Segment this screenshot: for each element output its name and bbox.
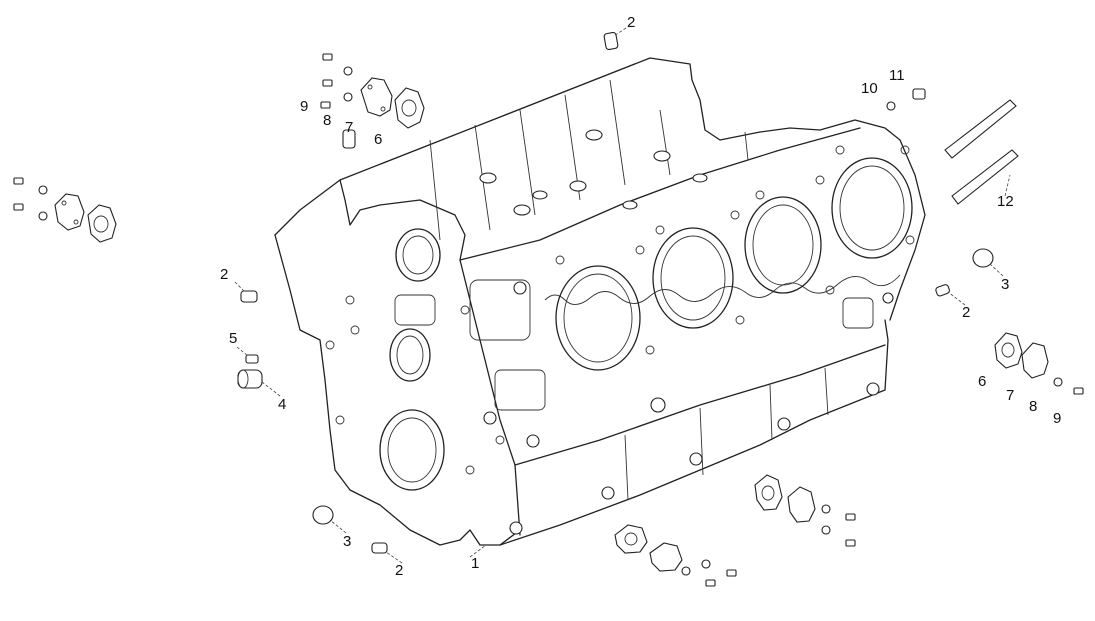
callout-7-left: 7: [345, 119, 353, 136]
callout-4: 4: [278, 396, 286, 413]
callout-9-right: 9: [1053, 410, 1061, 427]
cover-set-far-left: [13, 177, 117, 243]
callout-2-bottom: 2: [395, 562, 403, 579]
callout-10: 10: [861, 80, 878, 97]
loose-parts: [13, 32, 1084, 587]
front-face-details: [325, 228, 894, 535]
callout-5: 5: [229, 330, 237, 347]
callout-11: 11: [889, 67, 905, 84]
callout-labels: 1 2 2 2 2 3 3 4 5 6 6 7 7 8 8 9 9 10 11 …: [220, 14, 1061, 579]
callout-6-left: 6: [374, 131, 382, 148]
cover-set-right: [935, 248, 1084, 395]
callout-8-right: 8: [1029, 398, 1037, 415]
studs-and-fittings: [886, 88, 1019, 205]
callout-3-bottom: 3: [343, 533, 351, 550]
callout-6-right: 6: [978, 373, 986, 390]
cover-set-top-left: [320, 53, 425, 149]
callout-8-left: 8: [323, 112, 331, 129]
callout-2-top: 2: [627, 14, 635, 31]
callout-12: 12: [997, 193, 1014, 210]
callout-2-left: 2: [220, 266, 228, 283]
leader-lines: [234, 27, 1011, 564]
callout-7-right: 7: [1006, 387, 1014, 404]
callout-9-left: 9: [300, 98, 308, 115]
dowel-pins-and-plugs: [237, 32, 619, 554]
callout-2-right: 2: [962, 304, 970, 321]
cylinder-bores: [555, 145, 915, 371]
cover-set-bottom: [614, 474, 856, 587]
callout-1: 1: [471, 555, 479, 572]
cylinder-block: [274, 57, 926, 546]
callout-3-right: 3: [1001, 276, 1009, 293]
